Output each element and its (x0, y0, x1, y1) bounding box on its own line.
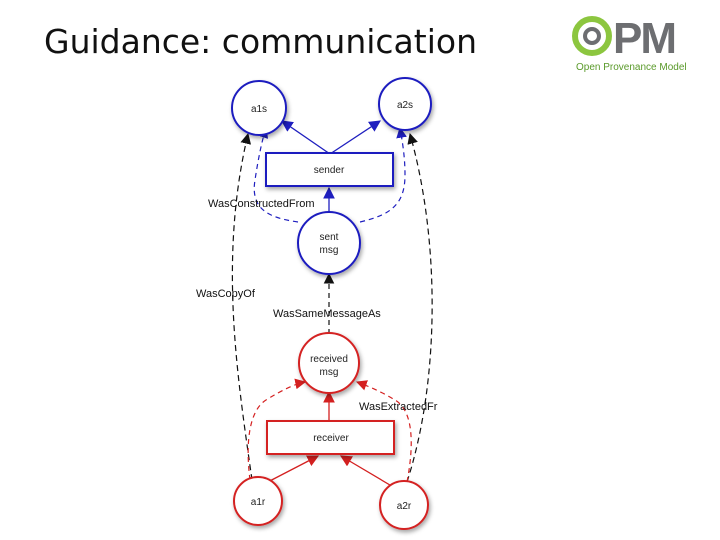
logo-letters: PM (613, 14, 675, 63)
svg-text:msg: msg (320, 245, 339, 256)
node-a2s: a2s (378, 77, 432, 131)
edge-a2r-a2s (406, 132, 433, 483)
svg-text:sender: sender (314, 165, 345, 176)
node-a2r: a2r (379, 480, 429, 530)
logo-caption: Open Provenance Model (576, 62, 687, 73)
node-received-msg: received msg (298, 332, 360, 394)
svg-text:a1r: a1r (251, 497, 266, 508)
svg-text:a2s: a2s (397, 100, 413, 111)
svg-text:sent: sent (320, 232, 339, 243)
svg-text:msg: msg (320, 367, 339, 378)
label-was-same-message-as: WasSameMessageAs (273, 308, 381, 320)
logo-swirl-icon (572, 16, 612, 56)
edge-sentmsg-a1s (253, 126, 299, 223)
node-a1r: a1r (233, 476, 283, 526)
opm-logo: PM Open Provenance Model (572, 14, 687, 73)
svg-text:received: received (310, 354, 348, 365)
svg-text:a2r: a2r (397, 501, 412, 512)
edge-a1r-received (247, 378, 307, 481)
edge-a2r-receiver (339, 455, 396, 489)
svg-text:a1s: a1s (251, 104, 267, 115)
slide-title: Guidance: communication (44, 22, 477, 61)
node-a1s: a1s (231, 80, 287, 136)
node-sent-msg: sent msg (297, 211, 361, 275)
svg-text:receiver: receiver (313, 433, 349, 444)
node-sender: sender (265, 152, 394, 187)
label-was-extracted-from: WasExtractedFr (359, 401, 438, 413)
label-was-constructed-from: WasConstructedFrom (208, 198, 315, 210)
node-receiver: receiver (266, 420, 395, 455)
edge-a1r-a1s (231, 132, 253, 481)
edge-a2r-received (355, 380, 412, 483)
edge-sender-a1s (281, 120, 331, 155)
label-was-copy-of: WasCopyOf (196, 288, 256, 300)
edge-sentmsg-a2s (359, 126, 407, 223)
edge-sender-a2s (329, 120, 381, 155)
